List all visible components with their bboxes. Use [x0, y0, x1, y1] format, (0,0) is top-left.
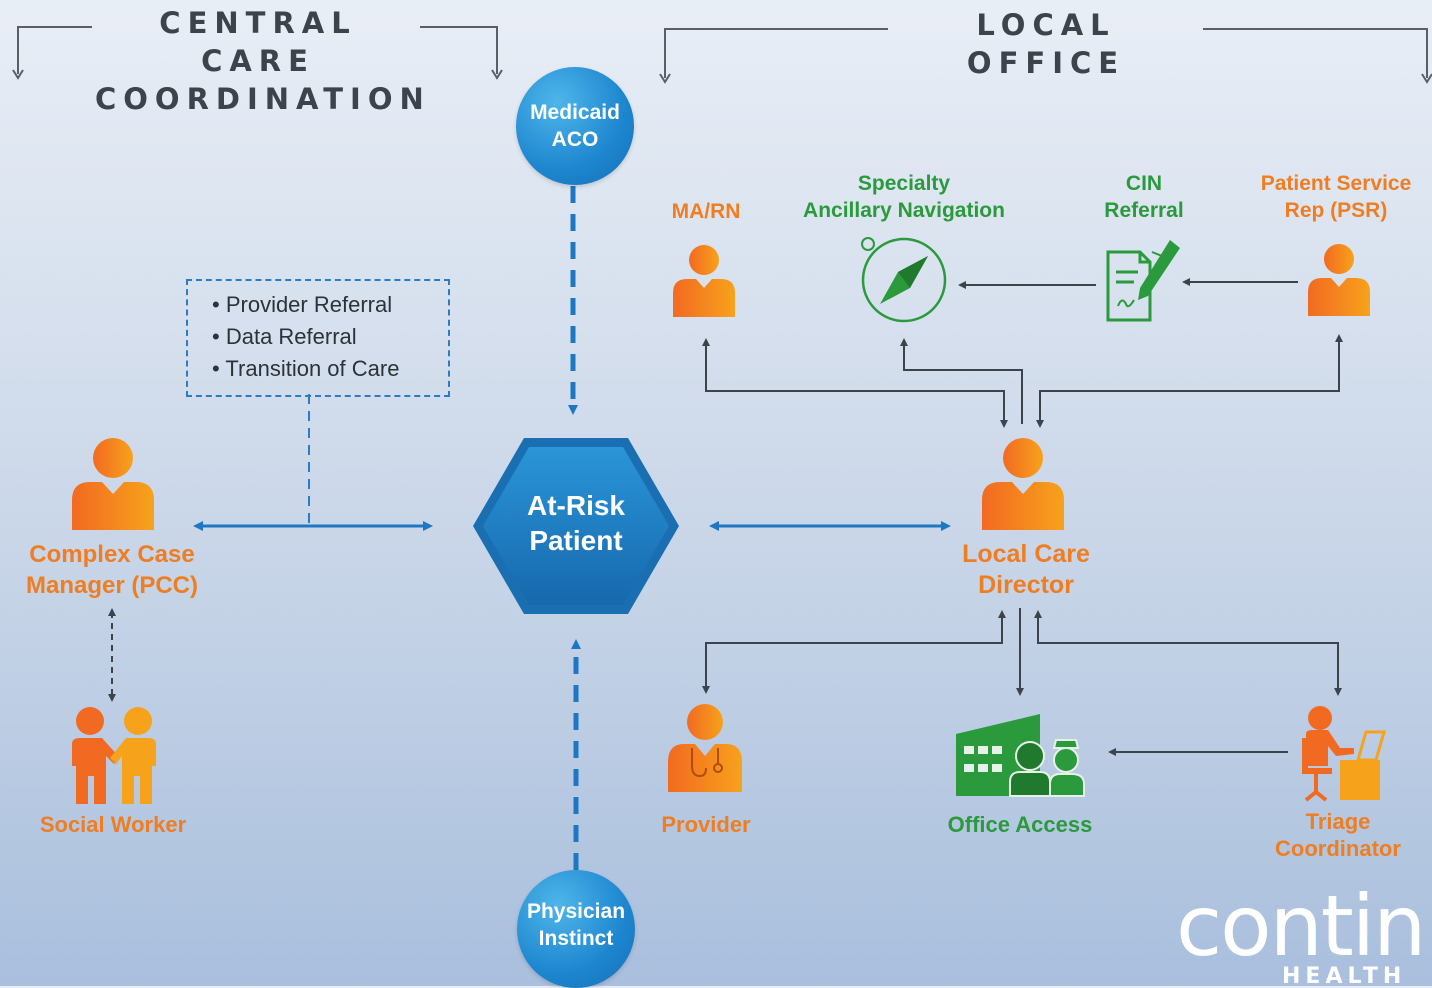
medicaid-line1: Medicaid [530, 101, 620, 124]
referral-item-data: • Data Referral [212, 324, 357, 349]
doctor-icon [668, 704, 742, 792]
desk-worker-icon [1302, 706, 1386, 802]
provider-label: Provider [661, 812, 751, 837]
specialty-label: Specialty Ancillary Navigation [803, 172, 1005, 222]
psr-label: Patient Service Rep (PSR) [1260, 172, 1412, 222]
logo-wordmark: contin [1176, 884, 1426, 975]
handshake-icon [72, 707, 156, 804]
logo: contin HEALTH [1176, 884, 1432, 986]
social-worker-label: Social Worker [39, 812, 187, 837]
central-care-header: CENTRAL CARE COORDINATION [95, 4, 431, 118]
cin-label: CIN Referral [1104, 172, 1184, 222]
central-header-line1: CENTRAL CARE [159, 6, 357, 78]
logo-subtext: HEALTH [1282, 964, 1407, 986]
lcd-person-icon [982, 438, 1064, 530]
document-pen-icon [1106, 240, 1180, 322]
patient-line1: At-Risk [526, 490, 625, 521]
office-access-label: Office Access [947, 812, 1093, 837]
triage-label: Triage Coordinator [1275, 809, 1401, 861]
patient-hexagon [473, 438, 679, 614]
referral-item-provider: • Provider Referral [212, 292, 393, 317]
psr-person-icon [1308, 244, 1370, 316]
central-bracket [17, 26, 498, 74]
patient-line2: Patient [529, 525, 623, 556]
medicaid-aco-circle: Medicaid ACO [516, 67, 634, 185]
local-bracket [664, 28, 1428, 78]
ma-rn-person-icon [673, 245, 735, 317]
referral-box: • Provider Referral • Data Referral • Tr… [186, 279, 450, 397]
compass-icon [861, 237, 947, 323]
lcd-label: Local Care Director [962, 540, 1090, 599]
office-building-icon [956, 714, 1085, 797]
medicaid-line2: ACO [551, 128, 599, 151]
referral-item-transition: • Transition of Care [212, 356, 400, 381]
pcc-label: Complex Case Manager (PCC) [25, 541, 199, 599]
ma-rn-label: MA/RN [671, 200, 741, 223]
central-header-line2: COORDINATION [95, 82, 431, 116]
local-office-header: LOCAL OFFICE [966, 8, 1126, 80]
patient-label: At-Risk Patient [470, 488, 682, 558]
physician-instinct-circle: Physician Instinct [517, 870, 635, 988]
physician-line1: Physician [526, 900, 626, 923]
pcc-person-icon [72, 438, 154, 530]
physician-line2: Instinct [538, 927, 614, 950]
